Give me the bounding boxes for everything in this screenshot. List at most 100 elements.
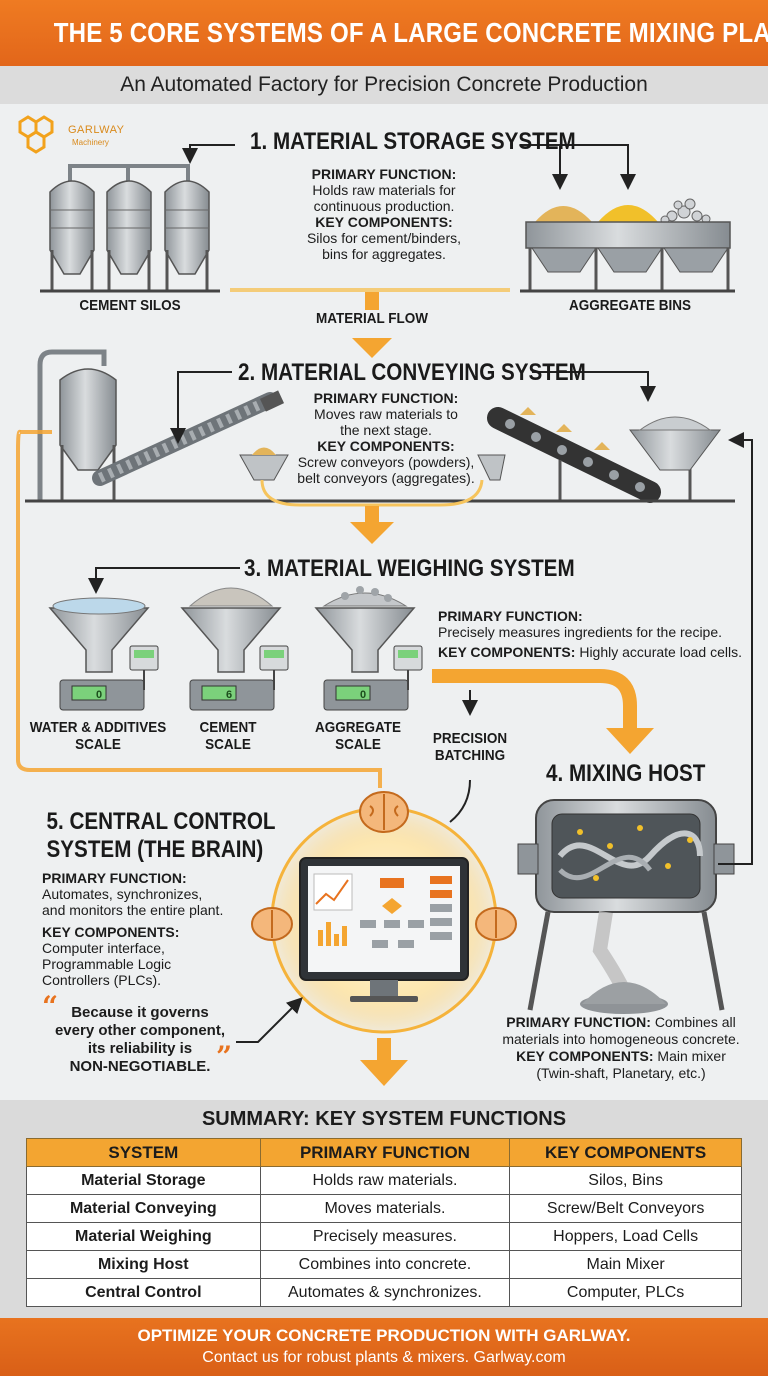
cement-scale-label-line2: SCALE: [205, 736, 251, 753]
control-kc-line1: Computer interface,: [42, 940, 165, 956]
storage-title: 1. MATERIAL STORAGE SYSTEM: [250, 128, 576, 155]
brain-icon-right: [475, 907, 517, 941]
table-row: Material Conveying Moves materials. Scre…: [26, 1194, 742, 1223]
quote-close-icon: ”: [216, 1040, 233, 1073]
table-cell: Central Control: [26, 1278, 261, 1307]
control-computer-illustration: [299, 857, 469, 1002]
storage-description: PRIMARY FUNCTION: Holds raw materials fo…: [280, 166, 488, 262]
table-cell: Automates & synchronizes.: [259, 1278, 511, 1307]
control-title-line1: 5. CENTRAL CONTROL: [46, 808, 276, 835]
storage-kc-label: KEY COMPONENTS:: [315, 214, 453, 230]
table-cell: Hoppers, Load Cells: [509, 1222, 742, 1251]
quote-open-icon: “: [42, 990, 59, 1023]
table-cell: Moves materials.: [259, 1194, 511, 1223]
weighing-description: PRIMARY FUNCTION: Precisely measures ing…: [438, 608, 758, 660]
mixing-pf-line2: materials into homogeneous concrete.: [502, 1031, 740, 1047]
footer-contact-link[interactable]: Contact us for robust plants & mixers. G…: [202, 1349, 566, 1366]
control-description: PRIMARY FUNCTION: Automates, synchronize…: [42, 870, 272, 988]
table-cell: Main Mixer: [509, 1250, 742, 1279]
mixing-pf-text: Combines all: [654, 1014, 736, 1030]
mixing-description: PRIMARY FUNCTION: Combines all materials…: [476, 1014, 766, 1082]
weighing-title: 3. MATERIAL WEIGHING SYSTEM: [244, 555, 575, 582]
control-pf-line1: Automates, synchronizes,: [42, 886, 203, 902]
weighing-kc-text: Highly accurate load cells.: [579, 644, 742, 660]
conveying-title: 2. MATERIAL CONVEYING SYSTEM: [238, 359, 586, 386]
footer-headline: OPTIMIZE YOUR CONCRETE PRODUCTION WITH G…: [137, 1326, 631, 1345]
table-row: Material Storage Holds raw materials. Si…: [26, 1166, 742, 1195]
water-scale-label: WATER & ADDITIVES SCALE: [30, 719, 167, 753]
table-cell: Screw/Belt Conveyors: [509, 1194, 742, 1223]
storage-pf-line2: continuous production.: [313, 198, 455, 214]
mixing-kc-text: Main mixer: [657, 1048, 726, 1064]
title-banner: THE 5 CORE SYSTEMS OF A LARGE CONCRETE M…: [0, 0, 768, 66]
mixing-kc-line2: (Twin-shaft, Planetary, etc.): [536, 1065, 706, 1081]
control-pf-label: PRIMARY FUNCTION:: [42, 870, 187, 886]
conveying-description: PRIMARY FUNCTION: Moves raw materials to…: [272, 390, 500, 486]
page-title: THE 5 CORE SYSTEMS OF A LARGE CONCRETE M…: [53, 17, 768, 48]
summary-header-components: KEY COMPONENTS: [509, 1138, 742, 1167]
mixing-pf-label: PRIMARY FUNCTION:: [506, 1014, 651, 1030]
table-row: Material Weighing Precisely measures. Ho…: [26, 1222, 742, 1251]
table-cell: Material Storage: [26, 1166, 261, 1195]
aggregate-scale-label-line1: AGGREGATE: [314, 719, 402, 736]
quote-line1: Because it governs: [71, 1004, 209, 1021]
conveying-kc-line2: belt conveyors (aggregates).: [297, 470, 475, 486]
table-cell: Silos, Bins: [509, 1166, 742, 1195]
cement-scale-label: CEMENT SCALE: [185, 719, 271, 753]
table-cell: Computer, PLCs: [509, 1278, 742, 1307]
table-cell: Material Conveying: [26, 1194, 261, 1223]
control-kc-line2: Programmable Logic: [42, 956, 172, 972]
weighing-pf-text: Precisely measures ingredients for the r…: [438, 624, 723, 640]
control-kc-label: KEY COMPONENTS:: [42, 924, 180, 940]
storage-kc-line2: bins for aggregates.: [322, 246, 446, 262]
mixing-kc-label: KEY COMPONENTS:: [516, 1048, 654, 1064]
table-cell: Holds raw materials.: [259, 1166, 511, 1195]
precision-batching-line1: PRECISION: [432, 730, 508, 747]
scale-reading-water: 0: [96, 689, 103, 701]
summary-table: SYSTEM PRIMARY FUNCTION KEY COMPONENTS M…: [26, 1138, 742, 1307]
mixer-illustration: [517, 799, 735, 1014]
footer-banner: OPTIMIZE YOUR CONCRETE PRODUCTION WITH G…: [0, 1318, 768, 1376]
summary-header-function: PRIMARY FUNCTION: [259, 1138, 511, 1167]
table-cell: Mixing Host: [26, 1250, 261, 1279]
summary-header-row: SYSTEM PRIMARY FUNCTION KEY COMPONENTS: [26, 1138, 742, 1167]
garlway-logo: [18, 115, 54, 154]
summary-header-system: SYSTEM: [26, 1138, 261, 1167]
control-kc-line3: Controllers (PLCs).: [42, 972, 162, 988]
scale-reading-cement: 6: [226, 689, 233, 701]
weighing-pf-label: PRIMARY FUNCTION:: [438, 608, 583, 624]
storage-kc-line1: Silos for cement/binders,: [306, 230, 462, 246]
table-row: Mixing Host Combines into concrete. Main…: [26, 1250, 742, 1279]
precision-batching-label: PRECISION BATCHING: [429, 730, 512, 764]
brain-icon-left: [251, 907, 293, 941]
aggregate-scale-label: AGGREGATE SCALE: [311, 719, 405, 753]
control-pf-line2: and monitors the entire plant.: [42, 902, 224, 918]
weighing-kc-label: KEY COMPONENTS:: [438, 644, 576, 660]
quote-line3: its reliability is: [87, 1040, 193, 1057]
conveying-pf-line2: the next stage.: [340, 422, 432, 438]
control-title-line2: SYSTEM (THE BRAIN): [46, 836, 264, 863]
precision-batching-line2: BATCHING: [434, 747, 506, 764]
conveying-kc-label: KEY COMPONENTS:: [317, 438, 455, 454]
conveying-pf-label: PRIMARY FUNCTION:: [313, 390, 459, 406]
cement-scale-label-line1: CEMENT: [199, 719, 257, 736]
cement-silos-illustration: [40, 164, 220, 293]
aggregate-bins-illustration: [520, 198, 735, 293]
storage-pf-label: PRIMARY FUNCTION:: [311, 166, 457, 182]
quote-line4: NON-NEGOTIABLE.: [69, 1058, 211, 1075]
subtitle-banner: An Automated Factory for Precision Concr…: [0, 66, 768, 104]
storage-pf-line1: Holds raw materials for: [312, 182, 456, 198]
quote-line2: every other component,: [54, 1022, 226, 1039]
logo-brand: GARLWAY: [68, 124, 125, 136]
aggregate-scale-label-line2: SCALE: [335, 736, 381, 753]
plant-diagram: [16, 115, 753, 1086]
logo-tag: Machinery: [72, 138, 109, 147]
reliability-quote: “ Because it governs every other compone…: [40, 993, 240, 1076]
brain-icon: [359, 791, 409, 833]
control-title: 5. CENTRAL CONTROL SYSTEM (THE BRAIN): [30, 808, 276, 864]
water-scale-label-line1: WATER & ADDITIVES: [29, 719, 167, 736]
conveying-pf-line1: Moves raw materials to: [314, 406, 458, 422]
material-flow-label: MATERIAL FLOW: [316, 310, 428, 327]
page-subtitle: An Automated Factory for Precision Concr…: [120, 73, 648, 96]
water-scale-label-line2: SCALE: [75, 736, 121, 753]
